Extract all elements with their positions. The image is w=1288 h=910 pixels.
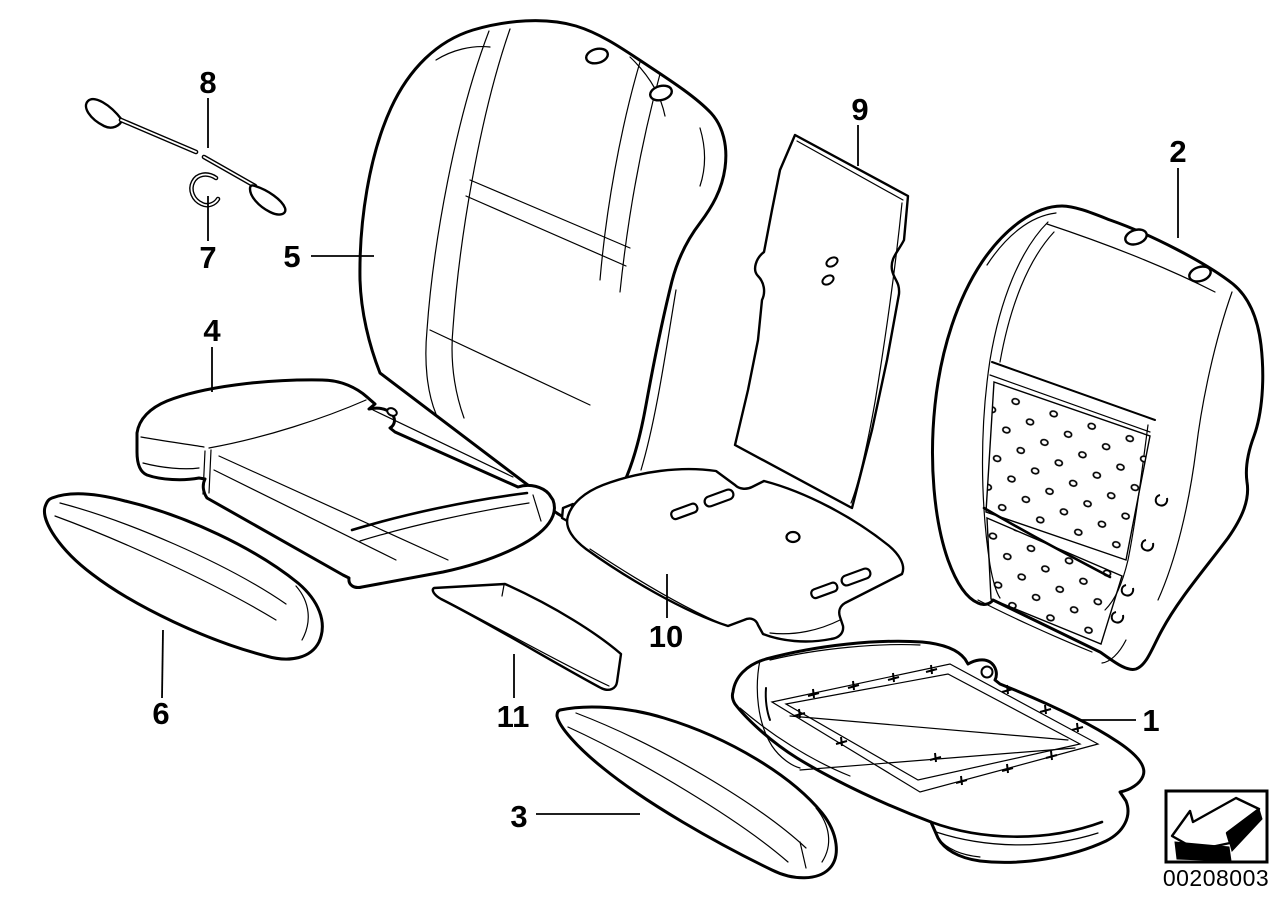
- pan-hole: [785, 530, 801, 544]
- part-10-seat-pan-panel: [560, 467, 905, 643]
- callout-8[interactable]: 8: [199, 65, 217, 148]
- headrest-hole: [1124, 228, 1148, 246]
- callout-7[interactable]: 7: [199, 196, 217, 275]
- callout-7-label[interactable]: 7: [199, 240, 216, 275]
- callout-6-label[interactable]: 6: [152, 696, 169, 731]
- headrest-hole: [1188, 265, 1212, 283]
- callout-6[interactable]: 6: [152, 629, 170, 731]
- callout-3-label[interactable]: 3: [510, 799, 527, 834]
- callout-9-label[interactable]: 9: [851, 92, 868, 127]
- callout-3[interactable]: 3: [510, 799, 640, 834]
- callout-6-leader[interactable]: [161, 629, 164, 699]
- stamp-code: 00208003: [1163, 865, 1269, 891]
- callout-5[interactable]: 5: [283, 239, 374, 274]
- part-6-side-bolster-pad: [42, 492, 324, 661]
- pan-slot: [670, 502, 699, 521]
- callout-2[interactable]: 2: [1169, 134, 1187, 238]
- image-stamp: 00208003: [1163, 789, 1269, 891]
- pan-slot: [810, 581, 839, 600]
- part-7-clamp-clip: [189, 172, 221, 208]
- callout-9[interactable]: 9: [851, 92, 869, 166]
- callout-10[interactable]: 10: [649, 574, 683, 654]
- part-11-support-strip: [431, 582, 623, 691]
- headrest-hole: [585, 47, 609, 65]
- panel-hole: [821, 274, 835, 286]
- part-3-front-bolster-pad: [555, 705, 838, 880]
- callout-1-label[interactable]: 1: [1142, 703, 1159, 738]
- part-2-backrest-pad: [931, 204, 1265, 671]
- cover-hole: [386, 407, 398, 417]
- pan-slot: [703, 488, 735, 508]
- callout-10-label[interactable]: 10: [649, 619, 683, 654]
- part-9-backrest-panel-pad: [733, 133, 910, 510]
- callout-11-label[interactable]: 11: [497, 699, 530, 734]
- callout-8-label[interactable]: 8: [199, 65, 216, 100]
- pan-slot: [840, 567, 872, 587]
- panel-hole: [825, 256, 839, 268]
- direction-arrow-icon: [1170, 796, 1263, 862]
- frame-hole: [980, 665, 994, 679]
- callout-4-label[interactable]: 4: [203, 313, 221, 348]
- part-1-seat-cushion-pad: [730, 639, 1146, 864]
- callout-2-label[interactable]: 2: [1169, 134, 1186, 169]
- callout-11[interactable]: 11: [497, 654, 530, 734]
- part-5-backrest-cover: [358, 19, 728, 523]
- callout-1[interactable]: 1: [1078, 703, 1160, 738]
- callout-5-label[interactable]: 5: [283, 239, 300, 274]
- part-8-tension-rod: [84, 97, 287, 216]
- headrest-hole: [649, 84, 673, 102]
- part-4-seat-cover: [135, 378, 556, 589]
- callout-4[interactable]: 4: [203, 313, 221, 392]
